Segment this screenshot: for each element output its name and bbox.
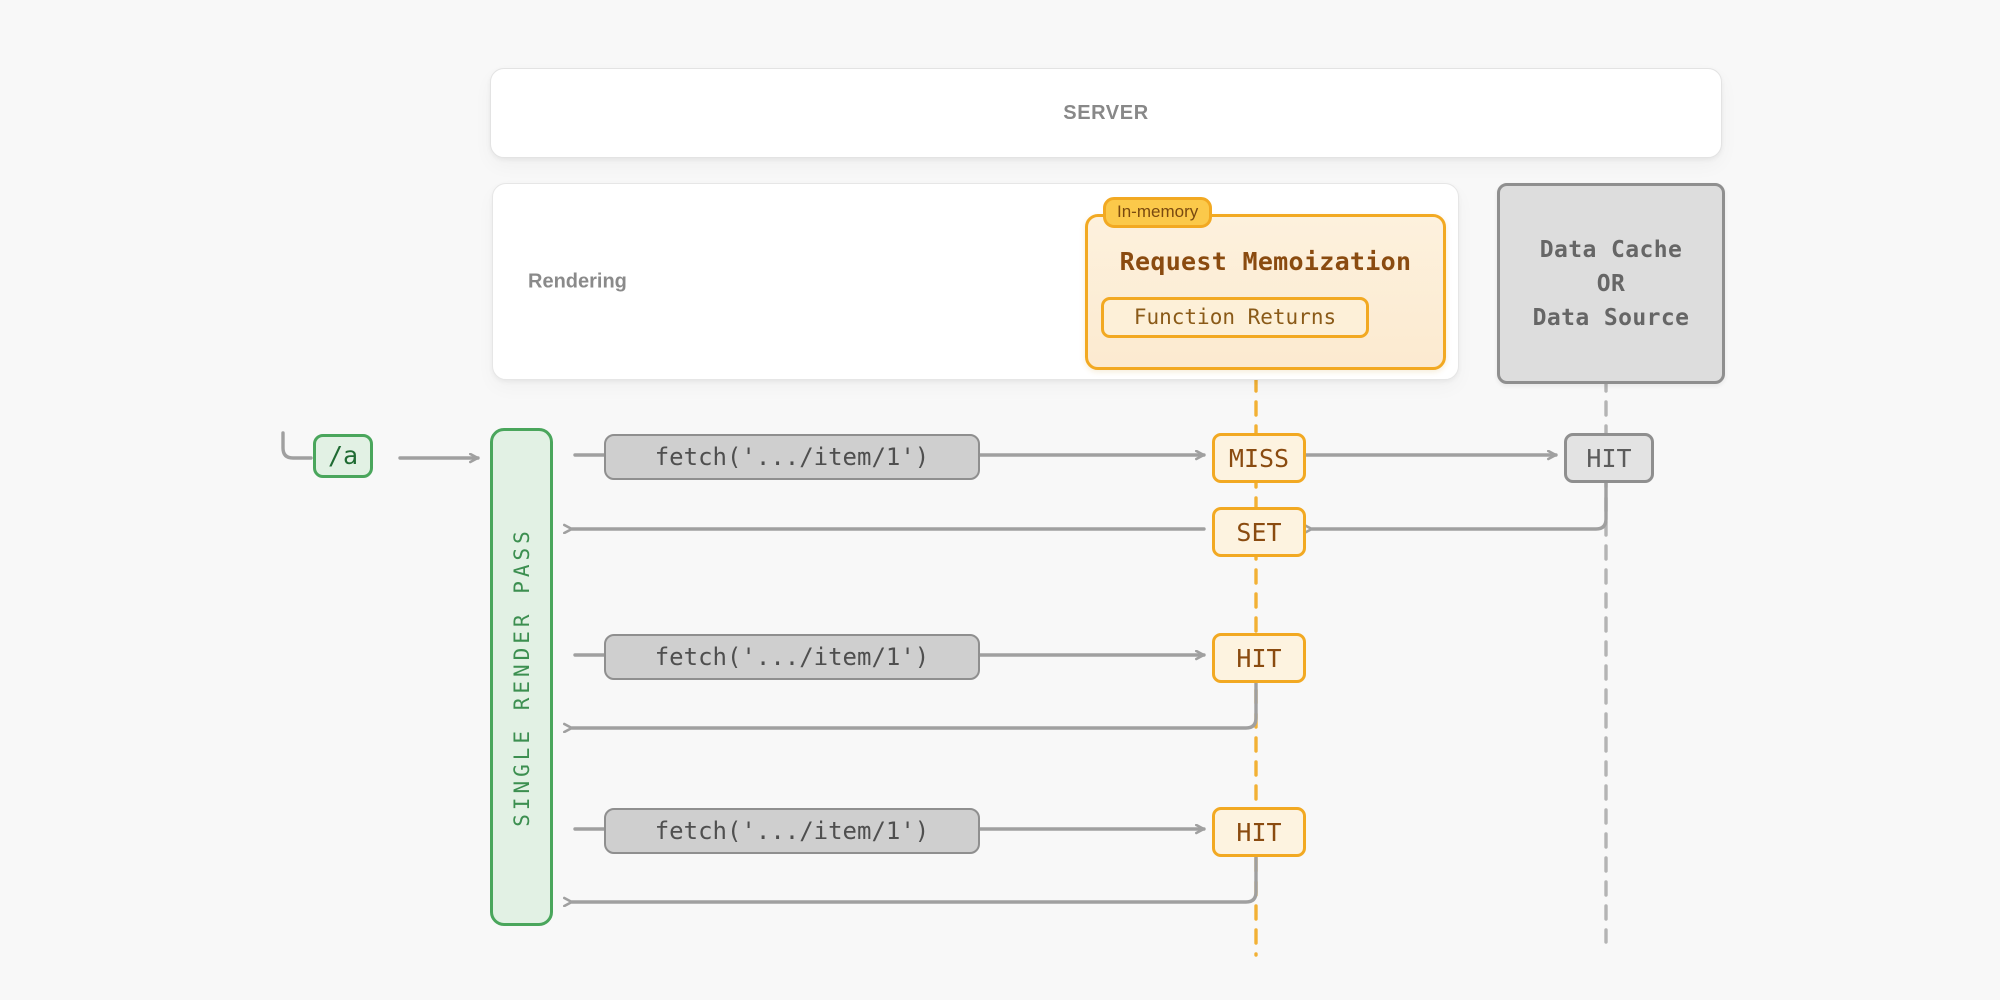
memoization-title: Request Memoization [1119,247,1412,276]
entry-hook [281,431,313,460]
fetch-call-1: fetch('.../item/1') [604,434,980,480]
data-cache-line-3: Data Source [1532,304,1690,331]
data-cache-box: Data Cache OR Data Source [1497,183,1725,384]
memo-status-miss-1: MISS [1212,433,1306,483]
server-label: SERVER [1063,101,1149,124]
fetch-call-3: fetch('.../item/1') [604,808,980,854]
memo-status-hit-2: HIT [1212,633,1306,683]
cache-status-hit: HIT [1564,433,1654,483]
fetch-call-2: fetch('.../item/1') [604,634,980,680]
row1-cache-to-set [1312,477,1608,529]
single-render-pass-bar: SINGLE RENDER PASS [490,428,553,926]
single-render-pass-label: SINGLE RENDER PASS [509,527,534,827]
data-cache-line-1: Data Cache [1539,236,1683,263]
row3-hit-return [572,851,1258,902]
function-returns-chip: Function Returns [1101,297,1369,338]
in-memory-badge: In-memory [1103,197,1213,228]
rendering-label: Rendering [528,270,627,292]
route-badge: /a [313,434,374,478]
memo-status-set-1: SET [1212,507,1306,557]
server-panel: SERVER [490,68,1722,158]
row2-hit-return [572,677,1258,728]
request-memoization-box: Request Memoization Function Returns [1085,214,1446,370]
memo-status-hit-3: HIT [1212,807,1306,857]
data-cache-line-2: OR [1596,270,1626,297]
